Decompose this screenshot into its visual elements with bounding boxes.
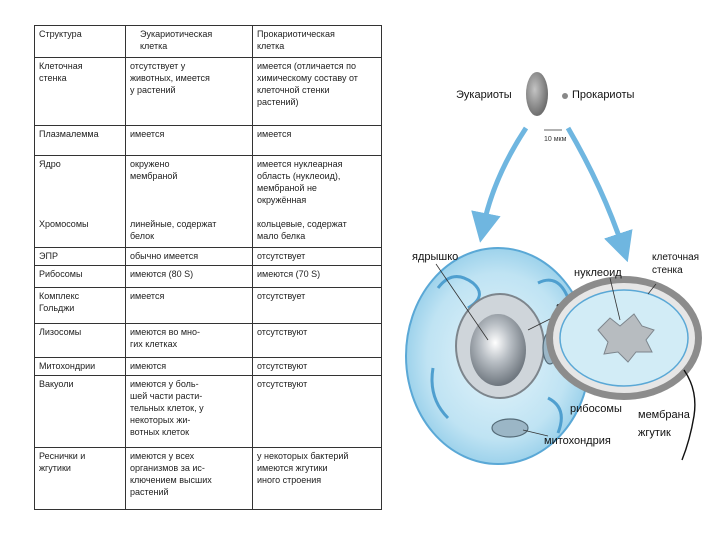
nucleoid	[597, 313, 655, 363]
arrow-to-prokaryote	[565, 126, 633, 263]
row-cell-structure: Митохондрии	[34, 357, 126, 376]
row-cell-prokaryotic: у некоторых бактерий имеются жгутики ино…	[252, 447, 382, 510]
label-mitochondria: митохондрия	[544, 435, 611, 447]
row-cell-eukaryotic: имеются у всех организмов за ис- ключени…	[125, 447, 253, 510]
row-cell-prokaryotic: имеется (отличается по химическому соста…	[252, 57, 382, 126]
table-row: Плазмалемма имеется имеется	[34, 125, 382, 156]
label-membrane: мембрана	[638, 409, 691, 421]
mitochondrion-1	[491, 418, 529, 438]
label-nucleoid: нуклеоид	[574, 267, 622, 279]
row-cell-structure: Комплекс Гольджи	[34, 287, 126, 324]
label-nucleolus: ядрышко	[412, 251, 458, 263]
row-cell-eukaryotic: имеется	[125, 125, 253, 156]
row-cell-structure: Рибосомы	[34, 265, 126, 288]
header-eukaryotic: Эукариотическая клетка	[125, 25, 253, 58]
pointer-nucleolus	[435, 263, 489, 341]
eukaryote-small-cell	[526, 72, 548, 116]
table-row: Ядро Хромосомы окружено мембраной линейн…	[34, 155, 382, 248]
row-cell-prokaryotic: отсутствуют	[252, 323, 382, 358]
flagellum	[681, 369, 696, 461]
label-prokaryotes: Прокариоты	[572, 89, 634, 101]
row-cell-structure: ЭПР	[34, 247, 126, 266]
row-cell-prokaryotic: отсутствует	[252, 247, 382, 266]
row-cell-prokaryotic: имеется	[252, 125, 382, 156]
row-cell-prokaryotic: отсутствуют	[252, 357, 382, 376]
pointer-nucleoid	[609, 277, 621, 321]
table-row: Комплекс Гольджи имеется отсутствует	[34, 287, 382, 324]
label-flagellum: жгутик	[638, 427, 671, 439]
row-cell-eukaryotic: имеется	[125, 287, 253, 324]
row-cell-eukaryotic: имеются (80 S)	[125, 265, 253, 288]
row-cell-structure: Ядро Хромосомы	[34, 155, 126, 248]
table-row: ЭПР обычно имеется отсутствует	[34, 247, 382, 266]
label-cell-wall-line1: клеточная	[652, 252, 699, 263]
table-row: Реснички и жгутики имеются у всех органи…	[34, 447, 382, 510]
table-row: Рибосомы имеются (80 S) имеются (70 S)	[34, 265, 382, 288]
row-cell-prokaryotic: имеется нуклеарная область (нуклеоид), м…	[252, 155, 382, 248]
row-cell-eukaryotic: отсутствует у животных, имеется у растен…	[125, 57, 253, 126]
label-cell-wall: клеточная стенка	[652, 252, 702, 276]
table-row: Клеточная стенка отсутствует у животных,…	[34, 57, 382, 126]
row-cell-structure: Плазмалемма	[34, 125, 126, 156]
pointer-mitochondria	[522, 429, 549, 437]
prokaryote-small-cell	[562, 93, 568, 99]
table-header-row: Структура Эукариотическая клетка Прокари…	[34, 25, 382, 58]
row-cell-prokaryotic: отсутствует	[252, 287, 382, 324]
row-cell-eukaryotic: окружено мембраной линейные, содержат бе…	[125, 155, 253, 248]
comparison-table: Структура Эукариотическая клетка Прокари…	[34, 25, 382, 510]
row-cell-structure: Лизосомы	[34, 323, 126, 358]
row-cell-eukaryotic: имеются	[125, 357, 253, 376]
pointer-cell-wall	[647, 283, 657, 295]
table-row: Вакуоли имеются у боль- шей части расти-…	[34, 375, 382, 448]
table-row: Митохондрии имеются отсутствуют	[34, 357, 382, 376]
cell-comparison-diagram: Эукариоты Прокариоты 10 мкм ядрышко ядро…	[405, 72, 702, 465]
arrow-to-eukaryote	[471, 126, 529, 243]
row-cell-eukaryotic: обычно имеется	[125, 247, 253, 266]
nucleus	[470, 314, 526, 386]
row-cell-structure: Вакуоли	[34, 375, 126, 448]
row-cell-eukaryotic: имеются во мно- гих клетках	[125, 323, 253, 358]
row-cell-eukaryotic: имеются у боль- шей части расти- тельных…	[125, 375, 253, 448]
table-row: Лизосомы имеются во мно- гих клетках отс…	[34, 323, 382, 358]
scale-label: 10 мкм	[544, 136, 567, 143]
row-cell-structure: Клеточная стенка	[34, 57, 126, 126]
row-cell-prokaryotic: отсутствуют	[252, 375, 382, 448]
comparison-table-wrap: Структура Эукариотическая клетка Прокари…	[34, 25, 382, 510]
header-structure: Структура	[34, 25, 126, 58]
endoplasmic-reticulum	[430, 275, 570, 434]
header-prokaryotic: Прокариотическая клетка	[252, 25, 382, 58]
label-ribosomes: рибосомы	[570, 403, 622, 415]
row-cell-structure: Реснички и жгутики	[34, 447, 126, 510]
label-eukaryotes: Эукариоты	[456, 89, 512, 101]
row-cell-prokaryotic: имеются (70 S)	[252, 265, 382, 288]
label-cell-wall-line2: стенка	[652, 265, 683, 276]
